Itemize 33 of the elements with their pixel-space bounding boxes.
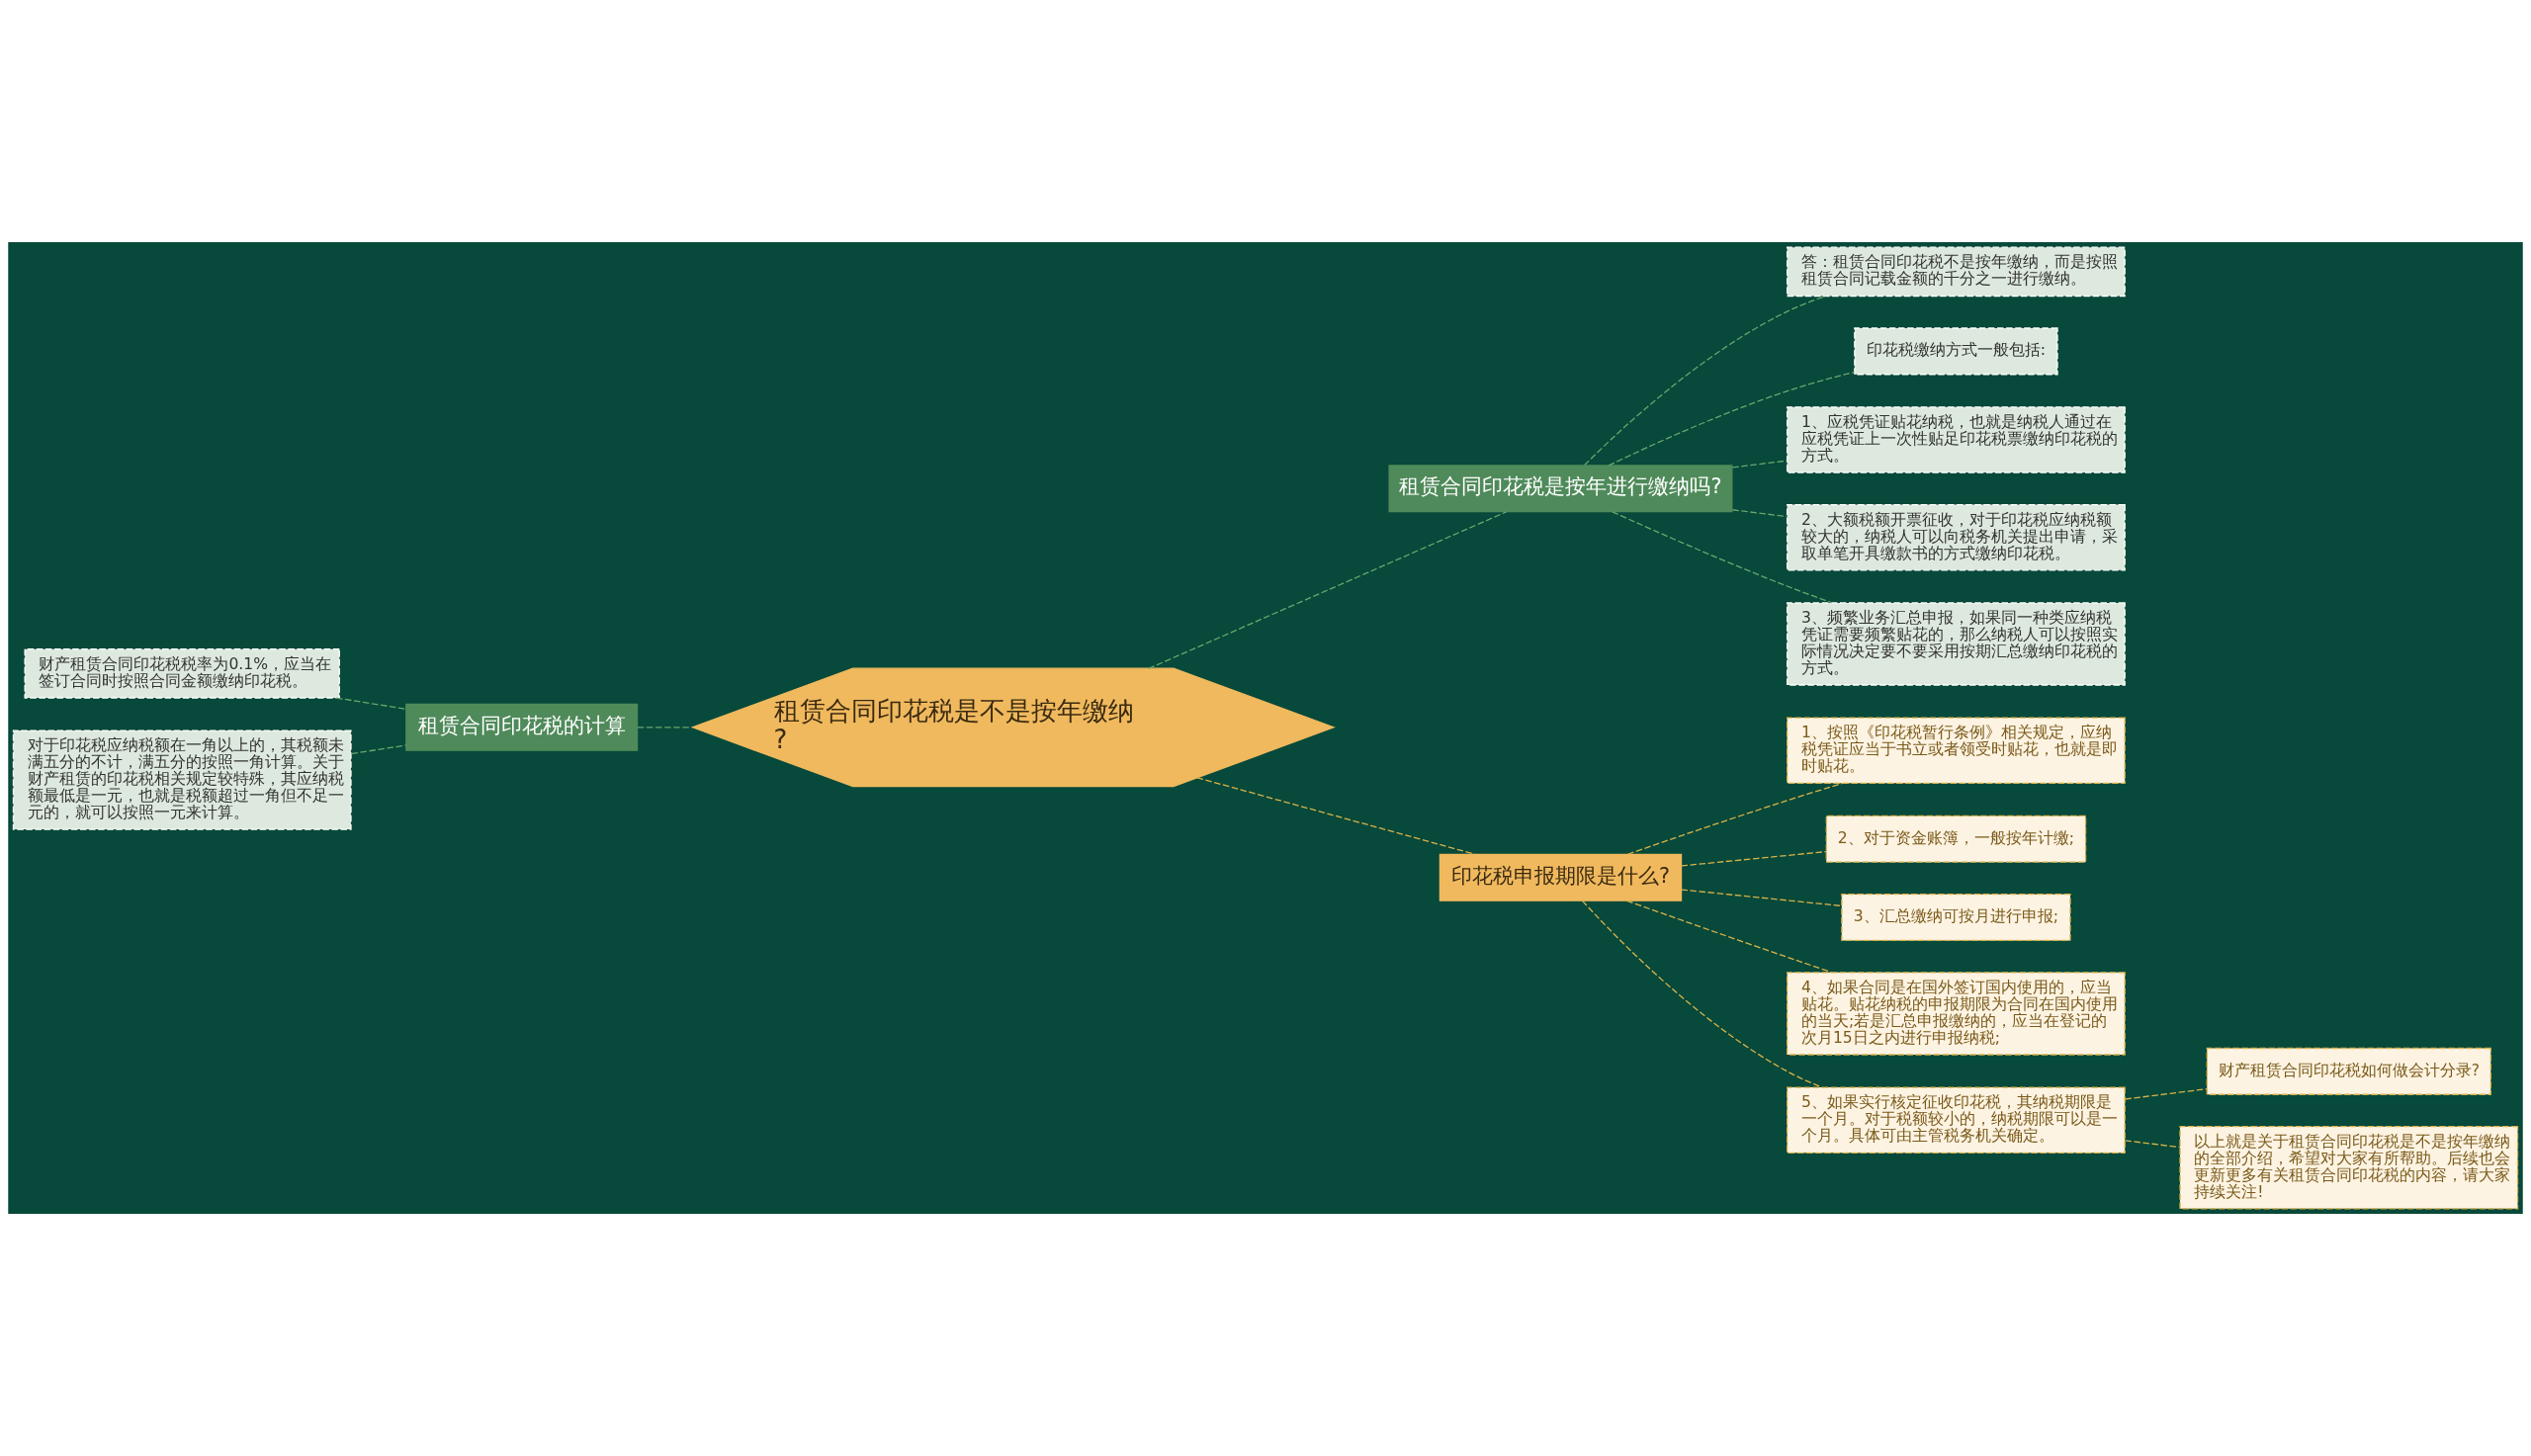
- node-box: 租赁合同印花税的计算: [405, 703, 639, 751]
- connector: [1680, 889, 1843, 907]
- connector: [1731, 509, 1788, 518]
- connector: [2124, 1140, 2181, 1149]
- node-box: 4、如果合同是在国外签订国内使用的，应当贴花。贴花纳税的申报期限为合同在国内使用的当天;若是汇总申报缴纳的，应当在登记的次月15日之内进行申报纳税;: [1787, 972, 2126, 1056]
- connector: [1626, 782, 1844, 855]
- connector: [1612, 511, 1833, 604]
- connector: [2124, 1088, 2208, 1100]
- node-box: 3、汇总缴纳可按月进行申报;: [1841, 894, 2071, 942]
- node-box: 1、应税凭证贴花纳税，也就是纳税人通过在应税凭证上一次性贴足印花税票缴纳印花税的方式。: [1787, 406, 2126, 473]
- connector: [1625, 899, 1833, 974]
- node-box: 财产租赁合同印花税如何做会计分录?: [2206, 1047, 2491, 1095]
- connector: [350, 744, 407, 755]
- node-box: 2、大额税额开票征收，对于印花税应纳税额较大的，纳税人可以向税务机关提出申请，采取单笔开具缴款书的方式缴纳印花税。: [1787, 503, 2126, 571]
- node-box: 答：租赁合同印花税不是按年缴纳，而是按照租赁合同记载金额的千分之一进行缴纳。: [1787, 246, 2126, 298]
- node-box: 印花税申报期限是什么?: [1439, 853, 1683, 901]
- connector: [637, 727, 693, 728]
- connector: [335, 697, 407, 710]
- connector: [1680, 850, 1827, 867]
- connector: [1196, 777, 1476, 856]
- node-box: 财产租赁合同印花税税率为0.1%，应当在签订合同时按照合同金额缴纳印花税。: [24, 648, 340, 699]
- connector: [1148, 511, 1508, 670]
- node-box: 以上就是关于租赁合同印花税是不是按年缴纳的全部介绍，希望对大家有所帮助。后续也会更新更多有关租赁合同印花税的内容，请大家持续关注!: [2179, 1126, 2519, 1210]
- connector: [1731, 460, 1788, 469]
- node-box: 5、如果实行核定征收印花税，其纳税期限是一个月。对于税额较小的，纳税期限可以是一个月。具体可由主管税务机关确定。: [1787, 1086, 2126, 1154]
- node-box: 2、对于资金账簿，一般按年计缴;: [1825, 814, 2087, 863]
- node-box: 印花税缴纳方式一般包括:: [1854, 327, 2058, 376]
- node-box: 对于印花税应纳税额在一角以上的，其税额未满五分的不计，满五分的按照一角计算。关于财产租赁的印花税相关规定较特殊，其应纳税额最低是一元，也就是税额超过一角但不足一元的，就可以按照一元来计算。: [12, 729, 352, 830]
- node-box: 租赁合同印花税是按年进行缴纳吗?: [1388, 465, 1733, 513]
- connector: [1584, 296, 1827, 467]
- node-box: 1、按照《印花税暂行条例》相关规定，应纳税凭证应当于书立或者领受时贴花，也就是即时贴花。: [1787, 717, 2126, 784]
- connector: [1608, 371, 1856, 467]
- node-box: 3、频繁业务汇总申报，如果同一种类应纳税凭证需要频繁贴花的，那么纳税人可以按照实际情况决定要不要采用按期汇总缴纳印花税的方式。: [1787, 602, 2126, 686]
